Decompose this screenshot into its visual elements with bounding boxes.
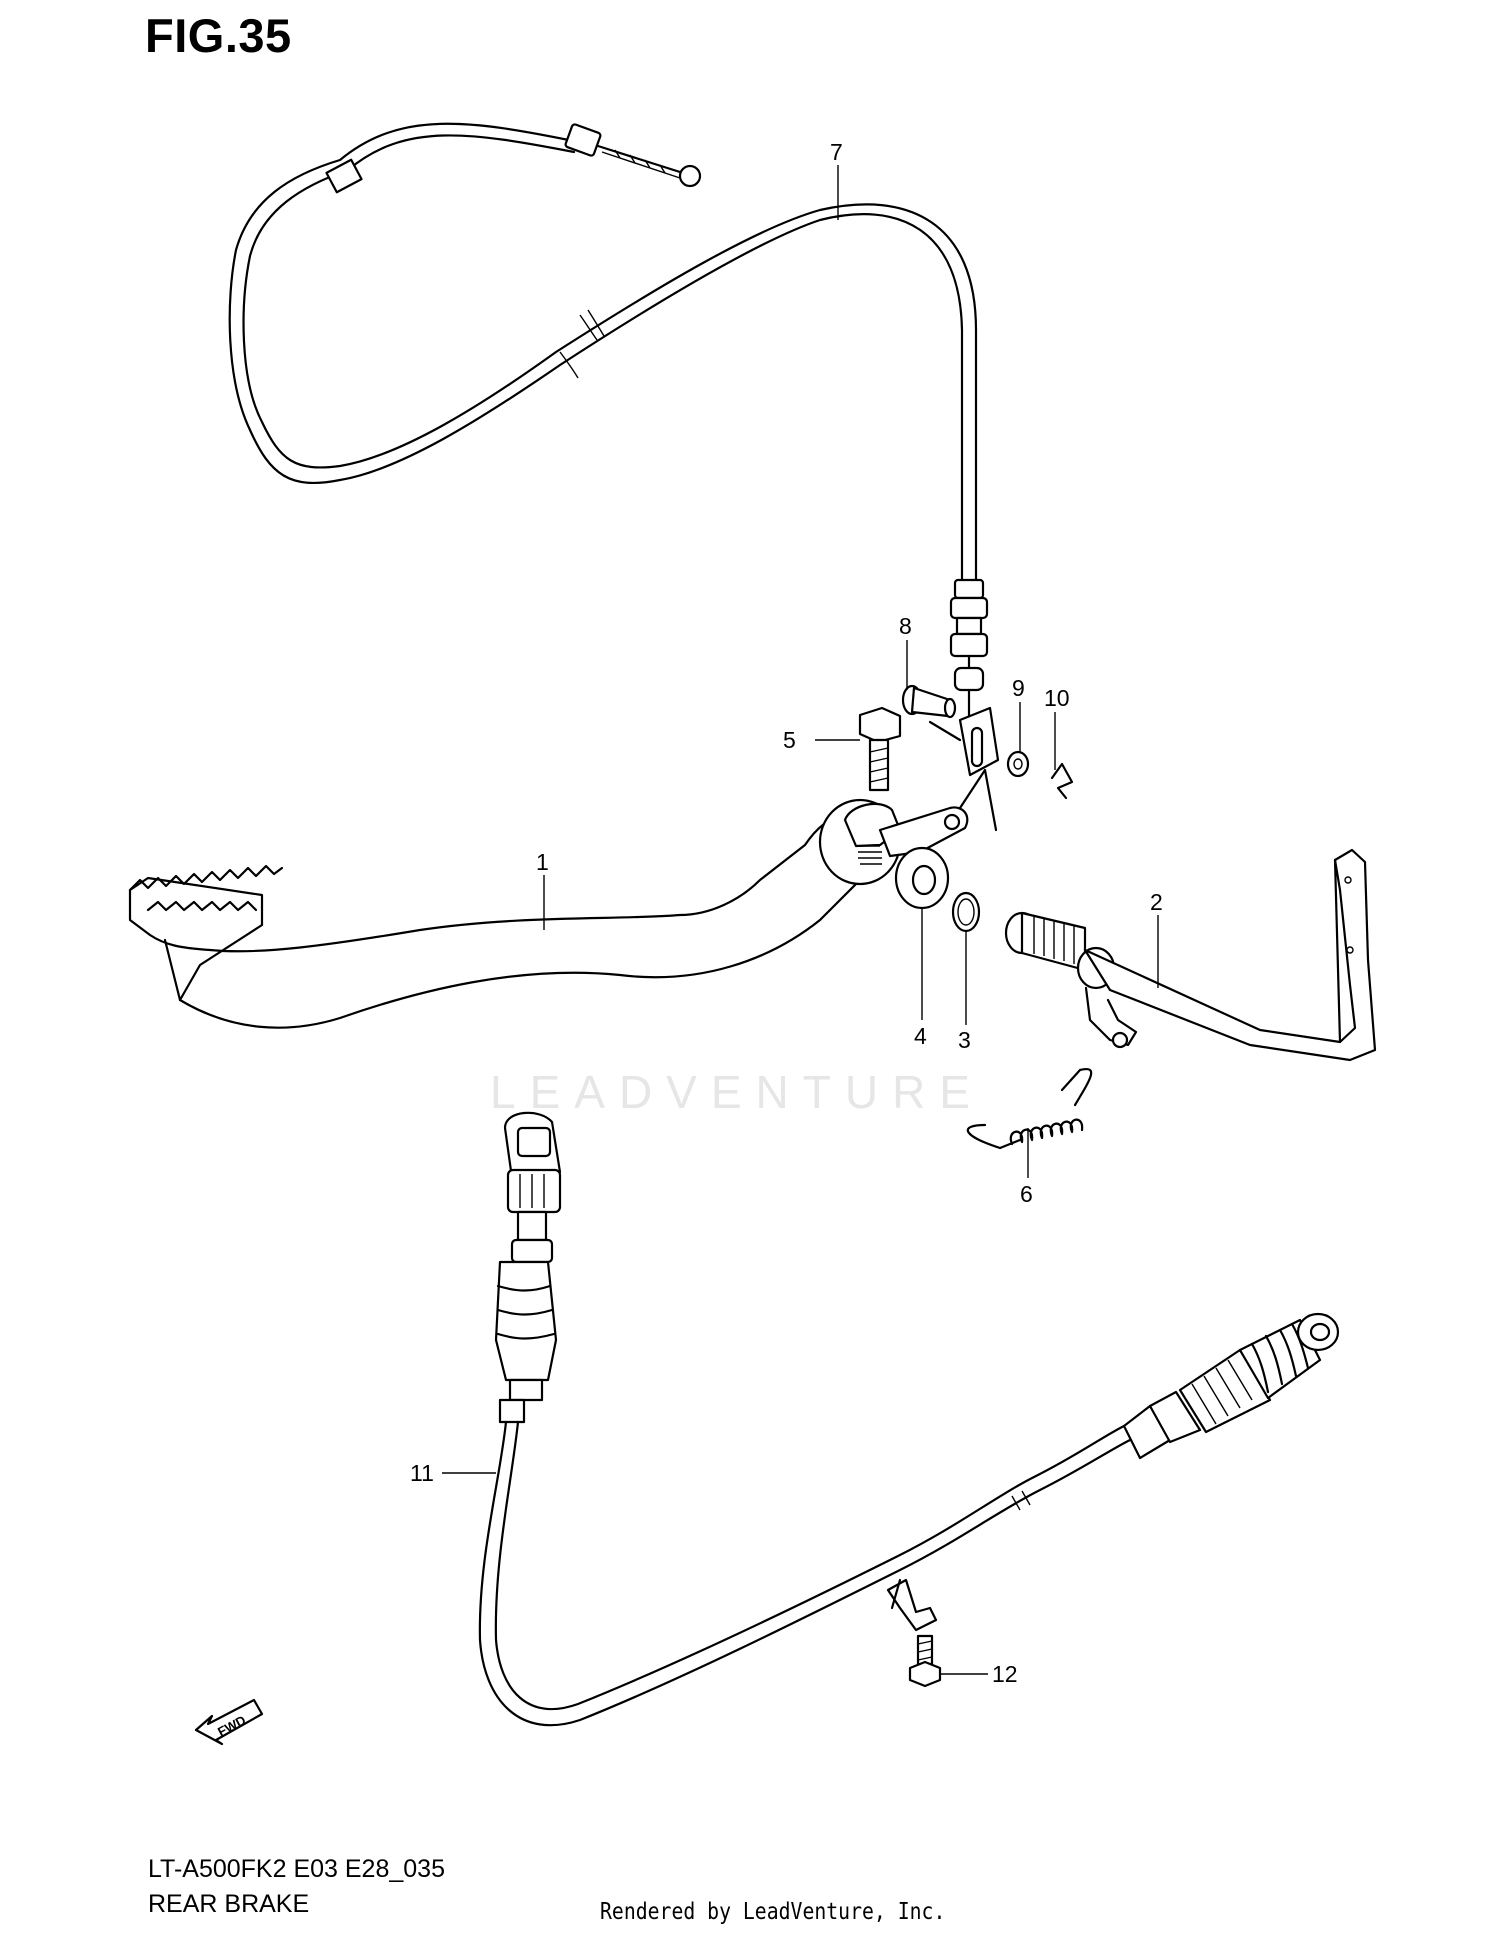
fwd-label: FWD — [215, 1712, 248, 1739]
callout-3: 3 — [958, 1027, 971, 1053]
callout-7: 7 — [830, 139, 843, 165]
brake-cable-upper[interactable] — [228, 122, 989, 732]
callout-5: 5 — [783, 727, 796, 753]
callout-10: 10 — [1044, 685, 1070, 711]
watermark-text: LEADVENTURE — [490, 1066, 984, 1118]
pivot-bolt[interactable] — [858, 706, 902, 792]
figure-title: FIG.35 — [145, 9, 292, 62]
callout-leaders — [442, 165, 1159, 1675]
callout-4: 4 — [914, 1023, 927, 1049]
brake-shaft-lever[interactable] — [1004, 848, 1377, 1062]
return-spring[interactable] — [966, 1067, 1093, 1150]
washer-9[interactable] — [1006, 750, 1030, 778]
brake-clevis[interactable] — [928, 706, 1000, 777]
callout-8: 8 — [899, 613, 912, 639]
brake-cable-lower[interactable] — [478, 1111, 1340, 1727]
callout-1: 1 — [536, 849, 549, 875]
clevis-pin[interactable] — [901, 684, 957, 719]
section-name: REAR BRAKE — [148, 1890, 310, 1918]
callout-12: 12 — [992, 1661, 1018, 1687]
o-ring[interactable] — [951, 891, 981, 933]
forward-direction-arrow: FWD — [194, 1698, 264, 1746]
clamp-bolt[interactable] — [908, 1634, 942, 1688]
washer-4[interactable] — [894, 846, 950, 910]
brake-pedal[interactable] — [128, 768, 998, 1029]
cotter-pin[interactable] — [1050, 762, 1074, 800]
callout-6: 6 — [1020, 1181, 1033, 1207]
callout-9: 9 — [1012, 675, 1025, 701]
callout-2: 2 — [1150, 889, 1163, 915]
model-code: LT-A500FK2 E03 E28_035 — [148, 1855, 445, 1883]
callout-numbers: 7 8 5 9 10 1 2 4 3 6 11 12 — [410, 139, 1163, 1687]
render-credit: Rendered by LeadVenture, Inc. — [600, 1899, 946, 1925]
callout-11: 11 — [410, 1460, 434, 1486]
